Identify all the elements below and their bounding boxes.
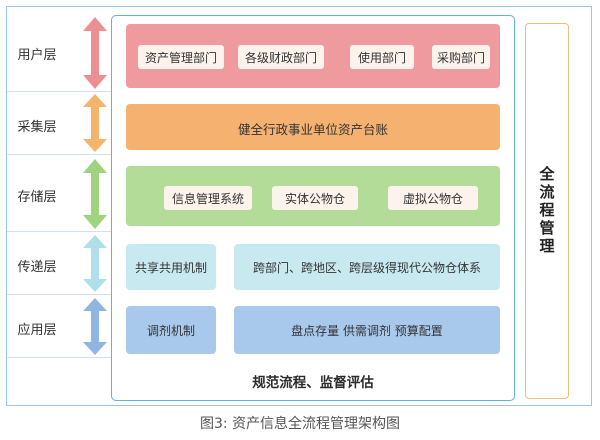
side-label: 全流程管理 bbox=[537, 166, 556, 256]
double-arrow-icon bbox=[83, 94, 107, 152]
full-process-management-box: 全流程管理 bbox=[525, 23, 569, 399]
storage-item-physical-warehouse: 实体公物仓 bbox=[272, 186, 358, 210]
layer-label-apply: 应用层 bbox=[17, 323, 57, 338]
user-item-finance-dept: 各级财政部门 bbox=[238, 45, 324, 69]
footer-text: 规范流程、监督评估 bbox=[252, 375, 374, 391]
storage-item-info-system: 信息管理系统 bbox=[164, 186, 252, 210]
user-item-usage-dept: 使用部门 bbox=[350, 45, 414, 69]
layer-label-transfer: 传递层 bbox=[17, 260, 57, 275]
diagram-frame: 用户层 采集层 存储层 传递层 应用层 资产管理部门 各级财政部门 使用部门 采… bbox=[6, 6, 592, 406]
row-divider bbox=[7, 154, 117, 155]
collect-layer-text: 健全行政事业单位资产台账 bbox=[237, 122, 388, 137]
apply-layer-mechanism: 调剂机制 bbox=[126, 306, 216, 354]
layer-label-storage: 存储层 bbox=[17, 190, 57, 205]
transfer-layer-system: 跨部门、跨地区、跨层级得现代公物仓体系 bbox=[234, 244, 500, 290]
row-divider bbox=[7, 91, 117, 92]
collect-layer-band: 健全行政事业单位资产台账 bbox=[126, 104, 500, 150]
transfer-layer-mechanism: 共享共用机制 bbox=[126, 244, 216, 290]
double-arrow-icon bbox=[83, 235, 107, 292]
layer-label-user: 用户层 bbox=[17, 48, 57, 63]
figure-caption: 图3: 资产信息全流程管理架构图 bbox=[199, 416, 401, 432]
storage-layer-band: 信息管理系统 实体公物仓 虚拟公物仓 bbox=[126, 166, 500, 226]
double-arrow-icon bbox=[83, 17, 107, 89]
row-divider bbox=[7, 231, 117, 232]
user-item-purchase-dept: 采购部门 bbox=[432, 45, 490, 69]
layer-label-collect: 采集层 bbox=[17, 120, 57, 135]
user-layer-band: 资产管理部门 各级财政部门 使用部门 采购部门 bbox=[126, 24, 500, 88]
user-item-asset-dept: 资产管理部门 bbox=[138, 45, 224, 69]
storage-item-virtual-warehouse: 虚拟公物仓 bbox=[388, 186, 478, 210]
row-divider bbox=[7, 357, 117, 358]
row-divider bbox=[7, 294, 117, 295]
double-arrow-icon bbox=[83, 159, 107, 229]
apply-layer-functions: 盘点存量 供需调剂 预算配置 bbox=[234, 306, 500, 354]
framework-box: 资产管理部门 各级财政部门 使用部门 采购部门 健全行政事业单位资产台账 信息管… bbox=[111, 15, 515, 401]
double-arrow-icon bbox=[83, 298, 107, 355]
